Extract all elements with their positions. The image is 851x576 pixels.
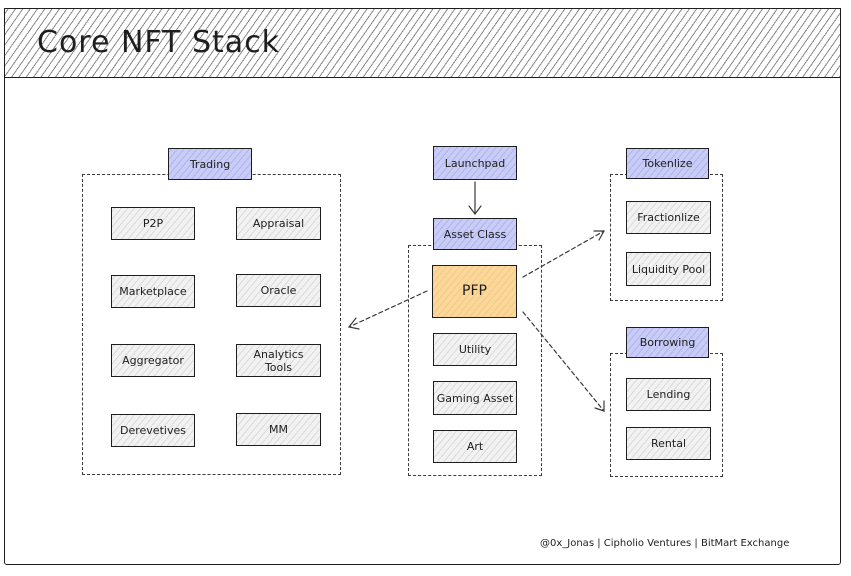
arrowhead-borrowing [594,400,605,412]
arrowhead-launchpad [468,205,482,215]
trading-item-derevetives: Derevetives [111,414,195,447]
borrowing-item-lending: Lending [626,378,711,411]
trading-item-aggregator: Aggregator [111,344,195,377]
tokenlize-item-liquidity-pool: Liquidity Pool [626,252,711,286]
trading-item-marketplace: Marketplace [111,275,195,308]
page-title: Core NFT Stack [37,25,281,60]
analytics-line-1: Analytics [253,347,304,361]
trading-item-analytics-tools: Analytics Tools [236,344,321,377]
tokenlize-label: Tokenlize [626,148,709,179]
arrow-pfp-to-tokenlize [522,230,605,278]
credits-footer: @0x_Jonas | Cipholio Ventures | BitMart … [540,538,790,549]
launchpad-box: Launchpad [433,146,517,180]
borrowing-item-rental: Rental [626,427,711,460]
asset-item-utility: Utility [433,333,517,366]
borrowing-label: Borrowing [626,327,709,358]
analytics-line-2: Tools [264,360,293,374]
trading-item-appraisal: Appraisal [236,207,321,240]
tokenlize-item-fractionlize: Fractionlize [626,201,711,234]
asset-item-pfp: PFP [432,265,517,318]
title-banner: Core NFT Stack [4,8,841,78]
arrowhead-tokenlize [593,230,606,241]
trading-item-mm: MM [236,413,321,446]
arrow-pfp-to-trading [348,290,428,328]
trading-label: Trading [168,148,252,180]
arrow-pfp-to-borrowing [522,311,605,412]
asset-item-gaming-asset: Gaming Asset [433,381,517,415]
arrowhead-trading [347,317,360,330]
trading-item-oracle: Oracle [236,274,321,307]
asset-item-art: Art [433,430,517,463]
asset-class-label: Asset Class [433,218,517,250]
trading-item-p2p: P2P [111,207,195,240]
